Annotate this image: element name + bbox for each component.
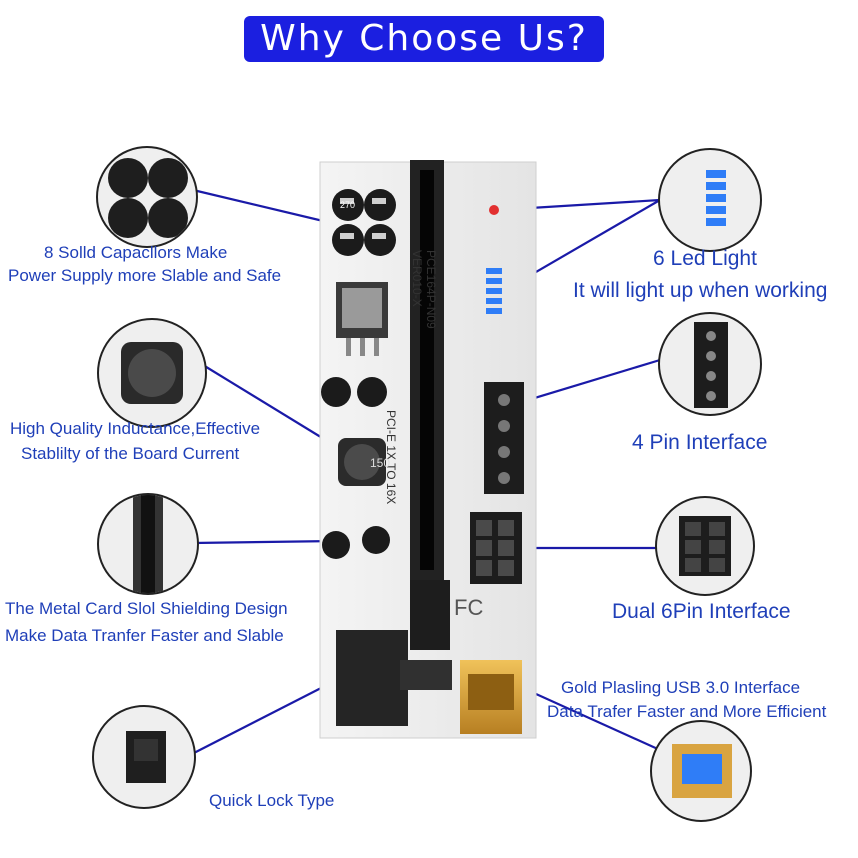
riser-board: FC PCE164P-N09 VER010-X PCI-E 1X TO 16X …	[318, 160, 538, 740]
page-title: Why Choose Us?	[260, 18, 588, 59]
led-label-line1: 6 Led Light	[653, 247, 757, 270]
inductor-detail-circle	[97, 318, 207, 428]
inductor-code: 150	[370, 456, 391, 470]
quick-lock-label: Quick Lock Type	[209, 791, 335, 810]
capacitors-label-line1: 8 Solld Capacllors Make	[44, 243, 228, 262]
usb-detail-circle	[650, 720, 752, 822]
board-model-line2: VER010-X	[410, 250, 424, 307]
metal-slot-detail-circle	[97, 493, 199, 595]
capacitors-label-line2: Power Supply more Slable and Safe	[8, 266, 282, 285]
metal-slot-label-line2: Make Data Tranfer Faster and Slable	[5, 626, 284, 645]
led-detail-circle	[658, 148, 762, 252]
fcc-mark: FC	[454, 595, 483, 620]
inductance-label-line2: Stablilty of the Board Current	[21, 444, 240, 463]
quick-lock-detail-circle	[92, 705, 196, 809]
usb-label-line1: Gold Plasling USB 3.0 Interface	[561, 678, 801, 697]
board-model-line1: PCE164P-N09	[424, 250, 438, 329]
capacitors-detail-circle	[96, 146, 198, 248]
riser-board-graphic: FC	[319, 160, 537, 739]
title-banner: Why Choose Us?	[244, 16, 604, 62]
metal-slot-label-line1: The Metal Card Slol Shielding Design	[5, 599, 288, 618]
led-label-line2: It will light up when working	[573, 279, 828, 302]
dual-6pin-label: Dual 6Pin Interface	[612, 600, 791, 623]
capacitor-code: 270	[340, 200, 356, 210]
four-pin-label: 4 Pin Interface	[632, 431, 768, 454]
dual-6pin-detail-circle	[655, 496, 755, 596]
four-pin-detail-circle	[658, 312, 762, 416]
usb-label-line2: Data Trafer Faster and More Efficient	[547, 702, 827, 721]
inductance-label-line1: High Quality Inductance,Effective	[10, 419, 261, 438]
